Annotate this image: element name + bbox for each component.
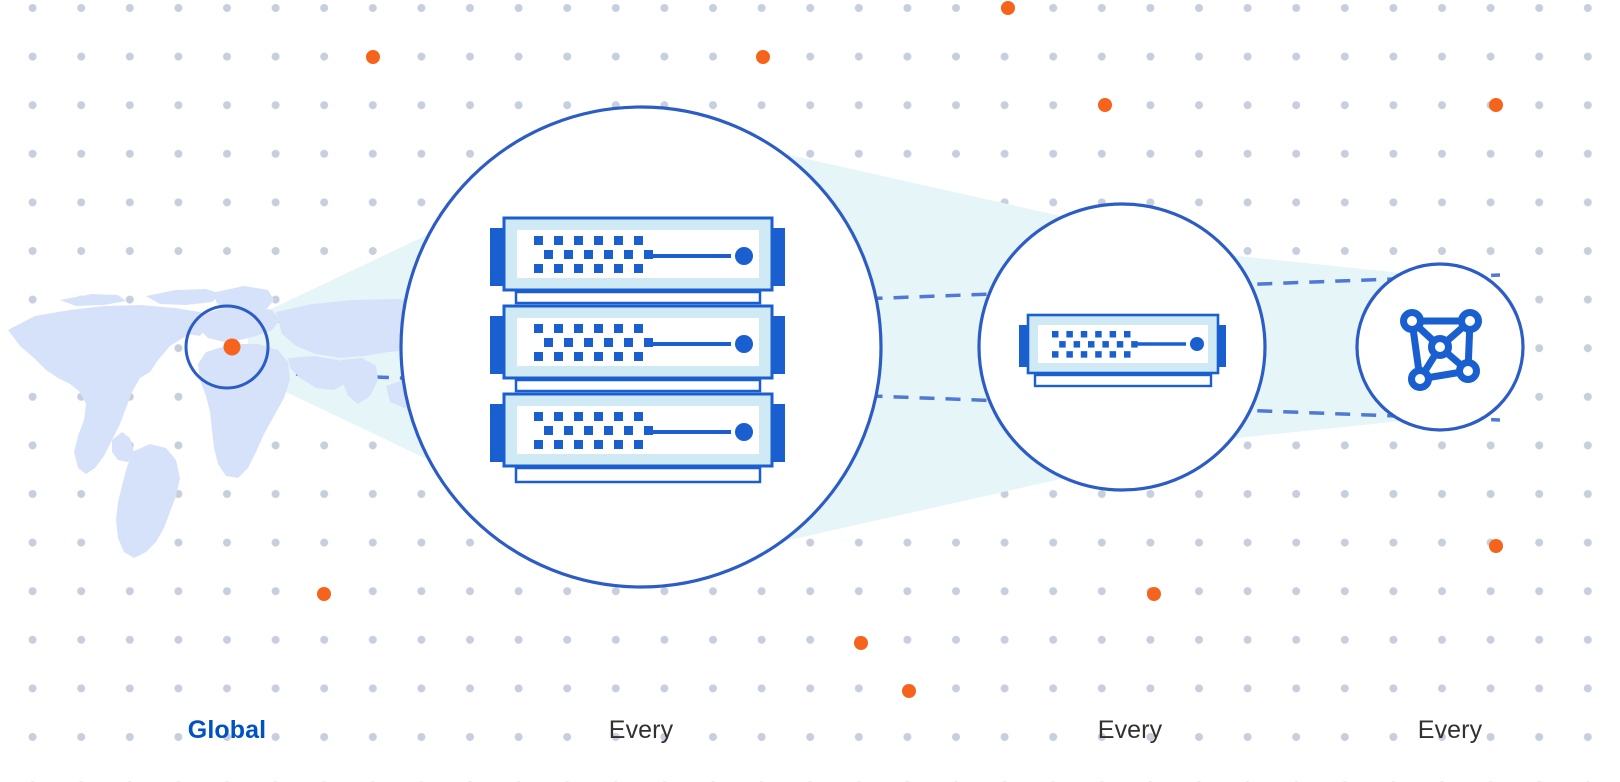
accent-dot [317,587,331,601]
stage-label-every-data-center: Every data center [491,668,791,782]
stage-label-line1: Every [1097,716,1163,744]
server-unit-status-dot [735,247,753,265]
network-nodes-vertices [1400,309,1482,391]
map-location-marker-icon [223,338,241,356]
accent-dot [854,636,868,650]
map-highlight-circle [184,304,270,390]
stage-label-line1: Every [608,716,674,744]
accent-dot [1147,587,1161,601]
accent-dot [1001,1,1015,15]
every-data-center-node [399,105,883,589]
rack-base [514,466,762,484]
accent-dot [756,50,770,64]
server-unit-status-dot [1190,337,1204,351]
stage-label-every-server: Every server [1005,668,1255,782]
server-unit-status-dot [735,423,753,441]
every-server-node [977,202,1267,492]
server-unit [490,304,785,380]
network-node [1428,335,1452,359]
rack-base [1033,373,1213,388]
rack-connector-strip [514,290,762,305]
stage-label-global-network: Global network [127,668,327,782]
accent-dot [1489,98,1503,112]
stage-label-line1: Global [187,716,267,744]
network-node [1456,359,1480,383]
network-node [1400,309,1424,333]
rack-connector-strip [514,378,762,393]
accent-dot [902,684,916,698]
network-node [1458,309,1482,333]
server-unit-icon [1019,313,1226,388]
server-unit [490,392,785,468]
server-rack-icon [490,216,785,484]
server-unit-status-dot [735,335,753,353]
accent-dots-group [317,1,1503,698]
server-unit [490,216,785,292]
network-node [1408,367,1432,391]
every-service-node [1355,262,1525,432]
accent-dot [1098,98,1112,112]
accent-dot [1489,539,1503,553]
stage-label-every-service: Every service [1325,668,1575,782]
stage-label-line1: Every [1417,716,1483,744]
accent-dot [366,50,380,64]
global-network-highlight [184,304,270,390]
